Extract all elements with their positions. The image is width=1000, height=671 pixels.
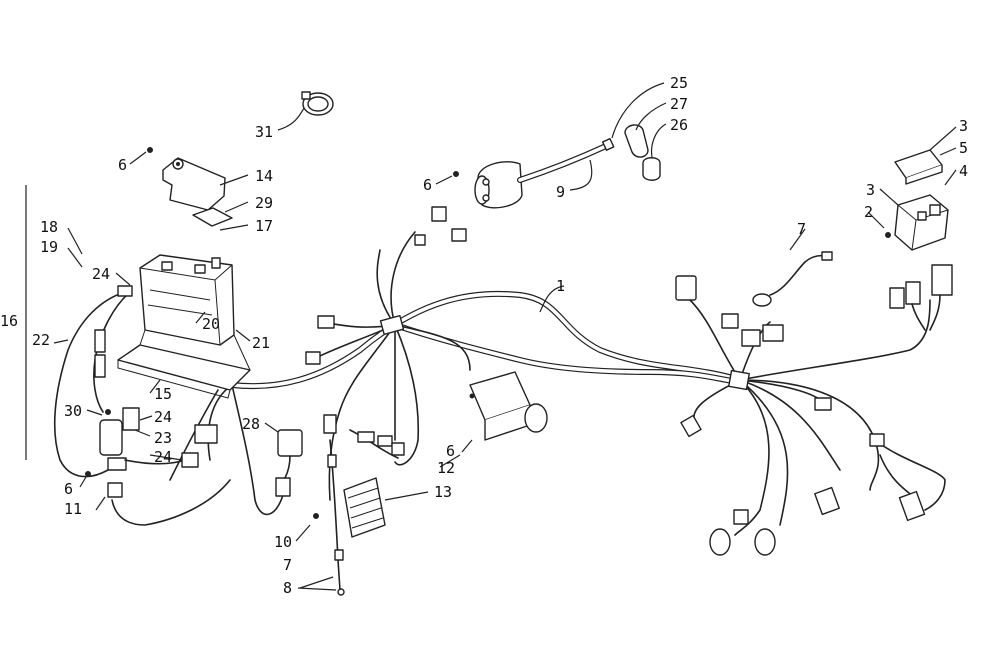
- callout-8: 8: [283, 579, 292, 597]
- main-wiring-harness: [169, 231, 946, 536]
- callout-4: 4: [959, 162, 968, 180]
- callout-9: 9: [556, 183, 565, 201]
- callout-17: 17: [255, 217, 273, 235]
- callout-19: 19: [40, 238, 58, 256]
- starter-solenoid: [99, 407, 231, 526]
- right-connectors: [675, 275, 926, 556]
- callout-18: 18: [40, 218, 58, 236]
- callout-29: 29: [255, 194, 273, 212]
- callout-labels: 1 2 3 3 4 5 6 6 6 6 7 7 8 9 10 11 12 13 …: [0, 74, 968, 597]
- callout-26: 26: [670, 116, 688, 134]
- callout-25: 25: [670, 74, 688, 92]
- callout-6-solenoid: 6: [64, 480, 73, 498]
- callout-21: 21: [252, 334, 270, 352]
- callout-14: 14: [255, 167, 273, 185]
- callout-6-bracket: 6: [118, 156, 127, 174]
- callout-31: 31: [255, 123, 273, 141]
- ignition-coil: [474, 137, 615, 209]
- callout-11: 11: [64, 500, 82, 518]
- callout-23: 23: [154, 429, 172, 447]
- callout-24-middle: 24: [154, 408, 172, 426]
- battery-bracket: [162, 157, 233, 227]
- callout-24-upper: 24: [92, 265, 110, 283]
- callout-20: 20: [202, 315, 220, 333]
- callout-28: 28: [242, 415, 260, 433]
- callout-7-upper: 7: [797, 220, 806, 238]
- battery-cables: [53, 285, 133, 478]
- spark-plug-cap: [624, 124, 661, 181]
- callout-3-upper: 3: [959, 117, 968, 135]
- band-clamp: [301, 91, 334, 116]
- callout-3-lower: 3: [866, 181, 875, 199]
- callout-30: 30: [64, 402, 82, 420]
- leader-lines: [25, 82, 957, 591]
- callout-16: 16: [0, 312, 18, 330]
- relay: [275, 429, 303, 497]
- callout-15: 15: [154, 385, 172, 403]
- callout-2: 2: [864, 203, 873, 221]
- callout-6-regulator: 6: [446, 442, 455, 460]
- callout-7-lower: 7: [283, 556, 292, 574]
- harness-connectors: [305, 206, 467, 456]
- callout-12: 12: [437, 459, 455, 477]
- battery: [117, 254, 251, 399]
- speed-sensor-wire-lower: [313, 439, 345, 596]
- cdi-module: [343, 477, 386, 538]
- switch-assembly: [885, 149, 949, 251]
- callout-1: 1: [556, 277, 565, 295]
- callout-24-lower: 24: [154, 448, 172, 466]
- speed-sensor-wire-upper: [752, 251, 833, 307]
- callout-22: 22: [32, 331, 50, 349]
- callout-27: 27: [670, 95, 688, 113]
- right-side-switch-connectors: [889, 264, 953, 331]
- screws: [85, 147, 459, 477]
- callout-6-coil: 6: [423, 176, 432, 194]
- callout-10: 10: [274, 533, 292, 551]
- voltage-regulator: [469, 371, 548, 441]
- callout-13: 13: [434, 483, 452, 501]
- callout-5: 5: [959, 139, 968, 157]
- harness-clips: [379, 314, 885, 447]
